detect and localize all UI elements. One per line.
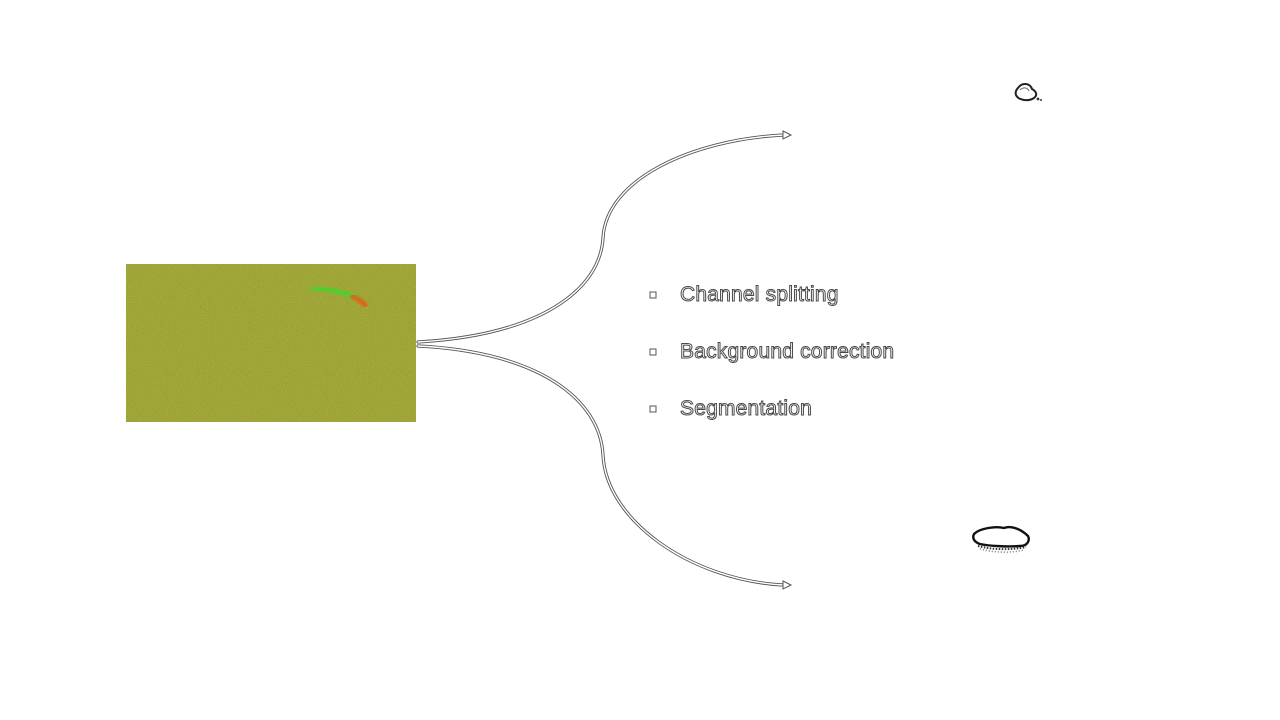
red-channel-cell: [349, 293, 369, 309]
step-label: Channel splitting: [680, 283, 839, 307]
square-bullet-icon: [649, 348, 657, 356]
upper-arrowhead-icon: [782, 130, 793, 140]
segmented-cell-mask-bottom: [972, 525, 1030, 553]
lower-arrowhead-icon: [782, 580, 793, 590]
list-item: Segmentation: [648, 394, 894, 424]
square-bullet-icon: [649, 291, 657, 299]
square-bullet-icon: [649, 405, 657, 413]
list-item: Channel splitting: [648, 280, 894, 310]
processing-steps-list: Channel splitting Background correction …: [648, 280, 895, 451]
list-item: Background correction: [648, 337, 895, 367]
segmented-cell-mask-top: [1014, 83, 1042, 102]
step-label: Segmentation: [680, 397, 813, 421]
step-label: Background correction: [679, 340, 895, 364]
fluorescence-micrograph: [126, 264, 416, 422]
